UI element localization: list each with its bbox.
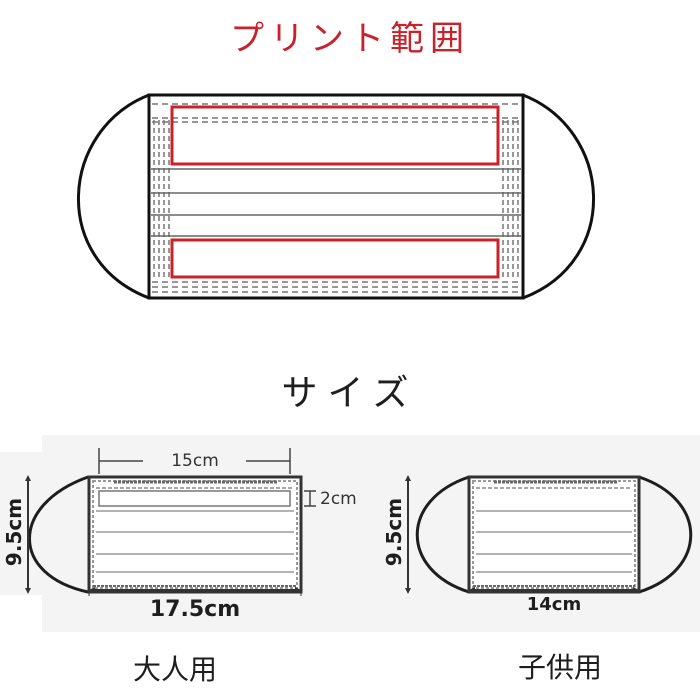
adult-caption: 大人用 (132, 653, 217, 686)
child-width-label: 14cm (526, 594, 582, 615)
child-caption: 子供用 (517, 651, 602, 684)
adult-height-label: 9.5cm (2, 497, 26, 567)
print-zone-top (170, 105, 500, 166)
mask-top (76, 93, 596, 300)
adult-width-label: 17.5cm (149, 597, 241, 622)
child-height-label: 9.5cm (382, 497, 406, 567)
adult-print-width-label: 15cm (171, 451, 219, 471)
print-zone-bottom (170, 238, 500, 279)
size-title: サイズ (281, 373, 419, 414)
print-area-title: プリント範囲 (230, 19, 470, 59)
adult-print-height-label: 2cm (320, 489, 357, 509)
